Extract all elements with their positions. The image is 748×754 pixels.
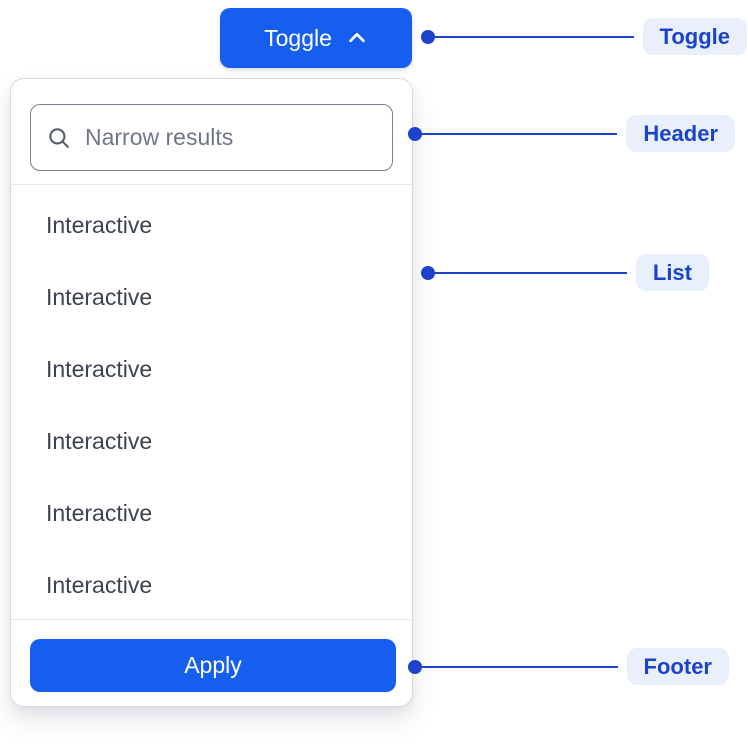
- list-item[interactable]: Interactive: [46, 499, 153, 526]
- annotation-label-footer: Footer: [626, 648, 729, 685]
- toggle-button[interactable]: Toggle: [220, 8, 412, 68]
- toggle-button-label: Toggle: [264, 24, 332, 51]
- dropdown-panel: Interactive Interactive Interactive Inte…: [10, 78, 413, 707]
- annotation-line: [433, 271, 627, 274]
- list-item[interactable]: Interactive: [46, 427, 153, 454]
- search-box[interactable]: [30, 104, 393, 171]
- list-item[interactable]: Interactive: [46, 571, 153, 598]
- chevron-up-icon: [346, 27, 368, 49]
- apply-button[interactable]: Apply: [30, 639, 396, 692]
- list-item[interactable]: Interactive: [46, 211, 153, 238]
- annotation-footer: Footer: [408, 648, 729, 685]
- annotation-line: [420, 132, 618, 135]
- annotation-dot: [408, 659, 422, 674]
- search-input[interactable]: [85, 124, 377, 151]
- annotation-line: [420, 665, 618, 668]
- annotation-dot: [421, 29, 435, 44]
- annotation-line: [433, 35, 634, 38]
- annotation-list: List: [421, 254, 709, 291]
- panel-header: [11, 79, 412, 184]
- annotation-toggle: Toggle: [421, 18, 747, 55]
- list-item[interactable]: Interactive: [46, 283, 153, 310]
- annotation-label-toggle: Toggle: [642, 18, 747, 55]
- list-item[interactable]: Interactive: [46, 355, 153, 382]
- annotation-label-header: Header: [626, 115, 735, 152]
- annotation-dot: [421, 265, 435, 280]
- search-icon: [46, 125, 72, 151]
- annotation-label-list: List: [635, 254, 709, 291]
- annotation-header: Header: [408, 115, 735, 152]
- panel-footer: Apply: [11, 620, 412, 706]
- annotation-dot: [408, 126, 422, 141]
- options-list: Interactive Interactive Interactive Inte…: [11, 184, 412, 620]
